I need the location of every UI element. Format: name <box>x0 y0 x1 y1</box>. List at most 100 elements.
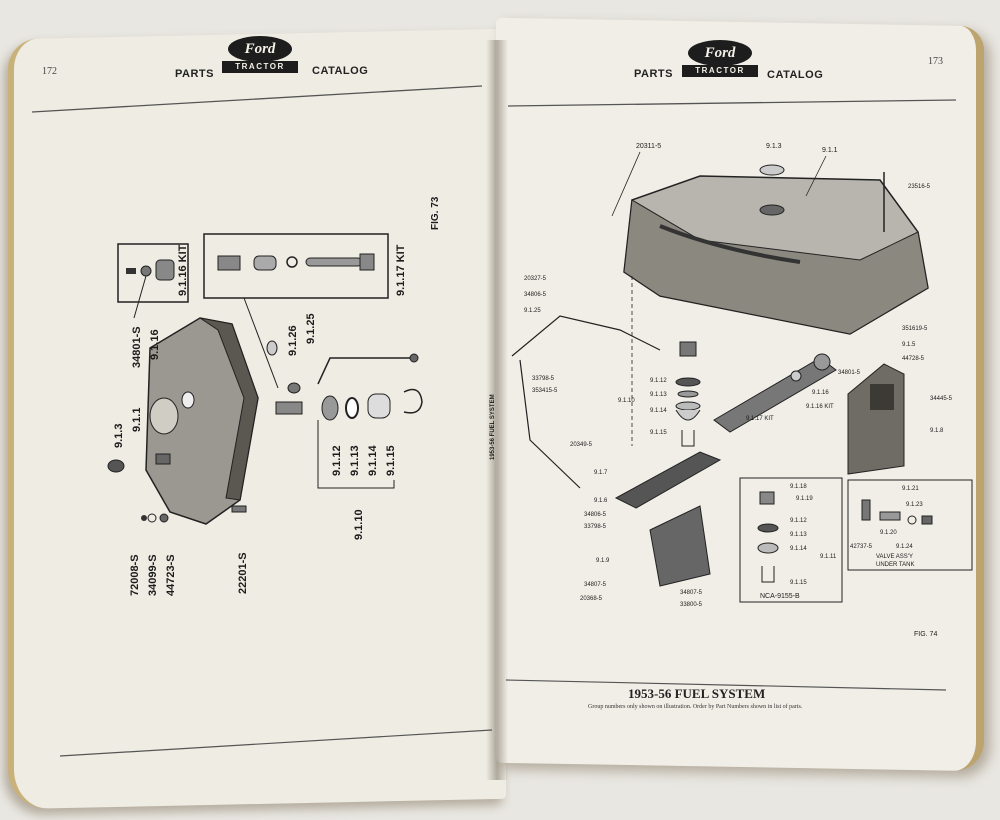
kit-9117-box <box>203 233 389 299</box>
right-callout-20349s: 20349-5 <box>570 442 593 448</box>
left-callout-9112: 9.1.12 <box>331 445 343 476</box>
fig-74-label: FIG. 74 <box>914 631 937 638</box>
right-callout-915: 9.1.5 <box>902 342 916 348</box>
left-callout-9116: 9.1.16 <box>149 329 161 360</box>
left-callout-911: 9.1.1 <box>131 408 143 432</box>
right-heat-shield <box>847 363 905 475</box>
right-fuel-tank <box>623 164 929 335</box>
box2-callout-9124: 9.1.24 <box>896 544 913 550</box>
right-callout-9113: 9.1.13 <box>650 392 667 398</box>
ford-tractor-logo: Ford TRACTOR <box>222 36 298 80</box>
right-callout-913: 9.1.3 <box>766 143 782 150</box>
left-page-number: 172 <box>42 66 57 77</box>
left-header-parts: PARTS <box>175 68 214 80</box>
right-callout-911: 9.1.1 <box>822 147 838 154</box>
right-kit-rod <box>713 353 837 433</box>
left-callout-44723s: 44723-S <box>165 554 177 596</box>
right-valve-stack <box>675 341 701 447</box>
fig-73-label: FIG. 73 <box>430 196 441 230</box>
left-callout-913: 9.1.3 <box>113 424 125 448</box>
right-footer-note: Group numbers only shown on illustration… <box>588 704 803 710</box>
left-fuel-tank <box>107 317 259 525</box>
left-callout-22201s: 22201-S <box>237 552 249 594</box>
box1-caption: NCA-9155-B <box>760 593 800 600</box>
box1-callout-9111: 9.1.11 <box>820 554 837 560</box>
right-leader-20311s <box>611 151 641 217</box>
ford-tractor-logo-right: Ford TRACTOR <box>682 40 758 84</box>
left-footer-rule <box>59 729 493 757</box>
right-fuel-line <box>511 315 661 489</box>
right-callout-919: 9.1.9 <box>596 558 610 564</box>
box2-caption-2: UNDER TANK <box>876 562 914 568</box>
kit-9116-parts <box>126 259 175 281</box>
box1-callout-9119: 9.1.19 <box>796 496 813 502</box>
right-callout-9116kit: 9.1.16 KIT <box>806 404 834 410</box>
left-callout-34099s: 34099-S <box>147 554 159 596</box>
ford-logo-oval-right: Ford <box>688 40 752 66</box>
left-header-rule <box>31 85 483 113</box>
right-callout-34445s: 34445-5 <box>930 396 953 402</box>
box1-callout-9113: 9.1.13 <box>790 532 807 538</box>
right-callout-20311s: 20311-5 <box>636 143 661 150</box>
kit-9117-leader <box>243 297 279 389</box>
right-callout-9125: 9.1.25 <box>524 308 541 314</box>
right-callout-9116: 9.1.16 <box>812 390 829 396</box>
right-callout-917: 9.1.7 <box>594 470 608 476</box>
right-header-parts: PARTS <box>634 68 673 80</box>
left-fuel-line <box>266 340 419 394</box>
right-callout-351619s: 351619-5 <box>902 326 928 332</box>
left-callout-9126: 9.1.26 <box>287 325 299 356</box>
left-leader-9116 <box>133 275 147 319</box>
right-callout-353415s: 353415-5 <box>532 388 558 394</box>
right-callout-34807s-a: 34807-5 <box>584 582 607 588</box>
right-callout-9114: 9.1.14 <box>650 408 667 414</box>
box2-caption-1: VALVE ASS'Y <box>876 554 913 560</box>
right-footer-title: 1953-56 FUEL SYSTEM <box>628 686 766 701</box>
kit-9116-box <box>117 243 189 303</box>
right-callout-33800s: 33800-5 <box>680 602 703 608</box>
right-callout-916: 9.1.6 <box>594 498 608 504</box>
right-callout-34807s-b: 34807-5 <box>680 590 703 596</box>
right-callout-33798s-a: 33798-5 <box>532 376 555 382</box>
right-header-catalog: CATALOG <box>767 69 824 81</box>
left-callout-9113: 9.1.13 <box>349 445 361 476</box>
right-callout-9110: 9.1.10 <box>618 398 635 404</box>
right-callout-20327s: 20327-5 <box>524 276 547 282</box>
right-callout-34801s: 34801-5 <box>838 370 861 376</box>
left-valve-parts <box>275 388 423 421</box>
right-callout-23516s: 23516-5 <box>908 184 931 190</box>
left-bracket-9110 <box>317 420 395 489</box>
right-callout-34806s-b: 34806-5 <box>584 512 607 518</box>
right-callout-44728s: 44728-5 <box>902 356 925 362</box>
inset-box-2-parts <box>861 499 933 525</box>
right-callout-9115: 9.1.15 <box>650 430 667 436</box>
right-footer-rule <box>505 679 947 691</box>
right-callout-918: 9.1.8 <box>930 428 944 434</box>
ford-logo-oval: Ford <box>228 36 292 62</box>
inset-box-valve-assy <box>847 479 973 571</box>
right-channel-bracket <box>614 451 722 587</box>
tractor-logo-bar: TRACTOR <box>222 61 298 73</box>
left-callout-9115: 9.1.15 <box>385 445 397 476</box>
right-leader-911 <box>805 155 827 197</box>
box2-callout-42737s: 42737-5 <box>850 544 873 550</box>
box2-callout-9121: 9.1.21 <box>902 486 919 492</box>
box1-callout-9115: 9.1.15 <box>790 580 807 586</box>
kit-9117-label: 9.1.17 KIT <box>395 244 407 296</box>
book-gutter <box>486 40 508 780</box>
right-callout-9112: 9.1.12 <box>650 378 667 384</box>
right-header-rule <box>507 99 957 107</box>
box2-callout-9123: 9.1.23 <box>906 502 923 508</box>
right-callout-33798s-b: 33798-5 <box>584 524 607 530</box>
kit-9117-parts <box>217 253 375 271</box>
left-spine-title: 1953-56 FUEL SYSTEM <box>490 394 496 460</box>
left-callout-34801s: 34801-S <box>131 326 143 368</box>
left-callout-9110: 9.1.10 <box>353 509 365 540</box>
box1-callout-9112: 9.1.12 <box>790 518 807 524</box>
inset-box-1-parts <box>757 491 779 583</box>
left-callout-72008s: 72008-S <box>129 554 141 596</box>
tractor-logo-bar-right: TRACTOR <box>682 65 758 77</box>
